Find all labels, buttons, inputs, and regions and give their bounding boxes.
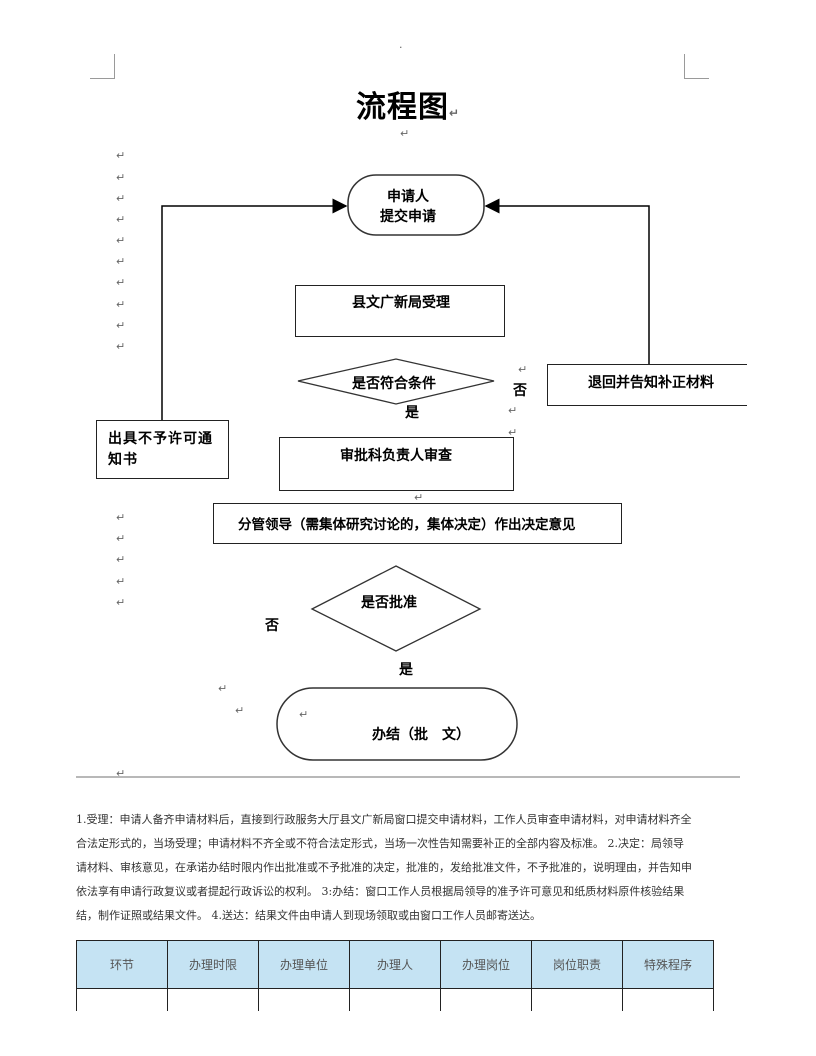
end-node-label: 办结（批 文） [372, 727, 470, 743]
return-node [547, 364, 747, 406]
table-cell [349, 988, 441, 1011]
table-header-row: 环节 办理时限 办理单位 办理人 办理岗位 岗位职责 特殊程序 [76, 940, 714, 989]
table-header-cell: 环节 [76, 940, 168, 989]
table-header-cell: 办理时限 [167, 940, 259, 989]
paragraph-mark: ↵ [235, 704, 245, 717]
paragraph-mark: ↵ [116, 340, 126, 353]
leader-node [213, 503, 622, 544]
table-header-cell: 办理人 [349, 940, 441, 989]
paragraph-mark: ↵ [116, 511, 126, 524]
paragraph-mark: ↵ [116, 255, 126, 268]
leader-node-label: 分管领导（需集体研究讨论的，集体决定）作出决定意见 [238, 517, 576, 533]
paragraph-mark: ↵ [116, 575, 126, 588]
paragraph-mark: ↵ [508, 404, 518, 417]
paragraph-mark: ↵ [518, 363, 528, 376]
table-cell [440, 988, 532, 1011]
paragraph-mark: ↵ [116, 553, 126, 566]
paragraph-mark: ↵ [400, 127, 410, 140]
review-node-label: 审批科负责人审查 [340, 448, 452, 464]
description-line: 请材料、审核意见，在承诺办结时限内作出批准或不予批准的决定，批准的，发给批准文件… [76, 861, 692, 874]
reject-to-start-arrow [161, 198, 348, 420]
accept-node-label: 县文广新局受理 [352, 295, 450, 311]
paragraph-mark: ↵ [116, 532, 126, 545]
paragraph-mark: ↵ [116, 149, 126, 162]
top-mark: · [399, 41, 403, 54]
approve-node-label: 是否批准 [361, 595, 417, 611]
process-description: 1.受理：申请人备齐申请材料后，直接到行政服务大厅县文广新局窗口提交申请材料，工… [76, 808, 744, 928]
table-cell [622, 988, 714, 1011]
table-row [76, 988, 714, 1011]
paragraph-mark: ↵ [116, 596, 126, 609]
table-cell [167, 988, 259, 1011]
table-header-cell: 岗位职责 [531, 940, 623, 989]
paragraph-mark: ↵ [116, 767, 126, 780]
paragraph-mark: ↵ [116, 319, 126, 332]
return-node-label: 退回并告知补正材料 [588, 375, 714, 391]
accept-node [295, 285, 505, 337]
crop-mark-top-left [90, 54, 115, 79]
review-node [279, 437, 514, 491]
description-line: 依法享有申请行政复议或者提起行政诉讼的权利。 3:办结：窗口工作人员根据局领导的… [76, 885, 685, 898]
start-terminator-shape [347, 174, 485, 236]
condition-diamond-shape [297, 358, 495, 405]
paragraph-mark: ↵ [508, 426, 518, 439]
condition-node-label: 是否符合条件 [352, 376, 436, 392]
condition-yes-label: 是 [405, 405, 419, 421]
flowchart-diagram [161, 174, 650, 761]
paragraph-mark: ↵ [116, 234, 126, 247]
table-cell [76, 988, 168, 1011]
paragraph-mark: ↵ [116, 171, 126, 184]
start-node-label: 申请人 提交申请 [380, 189, 436, 225]
approve-diamond-shape [310, 565, 482, 652]
description-line: 结，制作证照或结果文件。 4.送达：结果文件由申请人到现场领取或由窗口工作人员邮… [76, 909, 541, 922]
reject-node [96, 420, 229, 479]
section-separator [76, 776, 740, 778]
paragraph-mark: ↵ [414, 491, 424, 504]
return-to-start-arrow [484, 198, 650, 364]
approve-yes-label: 是 [399, 662, 413, 678]
crop-mark-top-right [684, 54, 709, 79]
table-header-cell: 办理岗位 [440, 940, 532, 989]
page-title: 流程图↵ [355, 90, 461, 125]
paragraph-mark: ↵ [116, 192, 126, 205]
table-cell [258, 988, 350, 1011]
paragraph-mark: ↵ [218, 682, 228, 695]
table-header-cell: 办理单位 [258, 940, 350, 989]
description-line: 合法定形式的，当场受理；申请材料不齐全或不符合法定形式，当场一次性告知需要补正的… [76, 837, 684, 850]
paragraph-mark: ↵ [116, 213, 126, 226]
paragraph-mark: ↵ [116, 276, 126, 289]
paragraph-mark: ↵ [299, 708, 309, 721]
approve-no-label: 否 [265, 618, 279, 634]
process-table: 环节 办理时限 办理单位 办理人 办理岗位 岗位职责 特殊程序 [76, 940, 714, 1011]
description-line: 1.受理：申请人备齐申请材料后，直接到行政服务大厅县文广新局窗口提交申请材料，工… [76, 813, 692, 826]
table-cell [531, 988, 623, 1011]
reject-node-label: 出具不予许可通知书 [108, 431, 213, 468]
paragraph-mark: ↵ [448, 106, 461, 120]
end-terminator-shape [276, 687, 518, 761]
paragraph-mark: ↵ [116, 298, 126, 311]
condition-no-label: 否 [513, 383, 527, 399]
table-header-cell: 特殊程序 [622, 940, 714, 989]
